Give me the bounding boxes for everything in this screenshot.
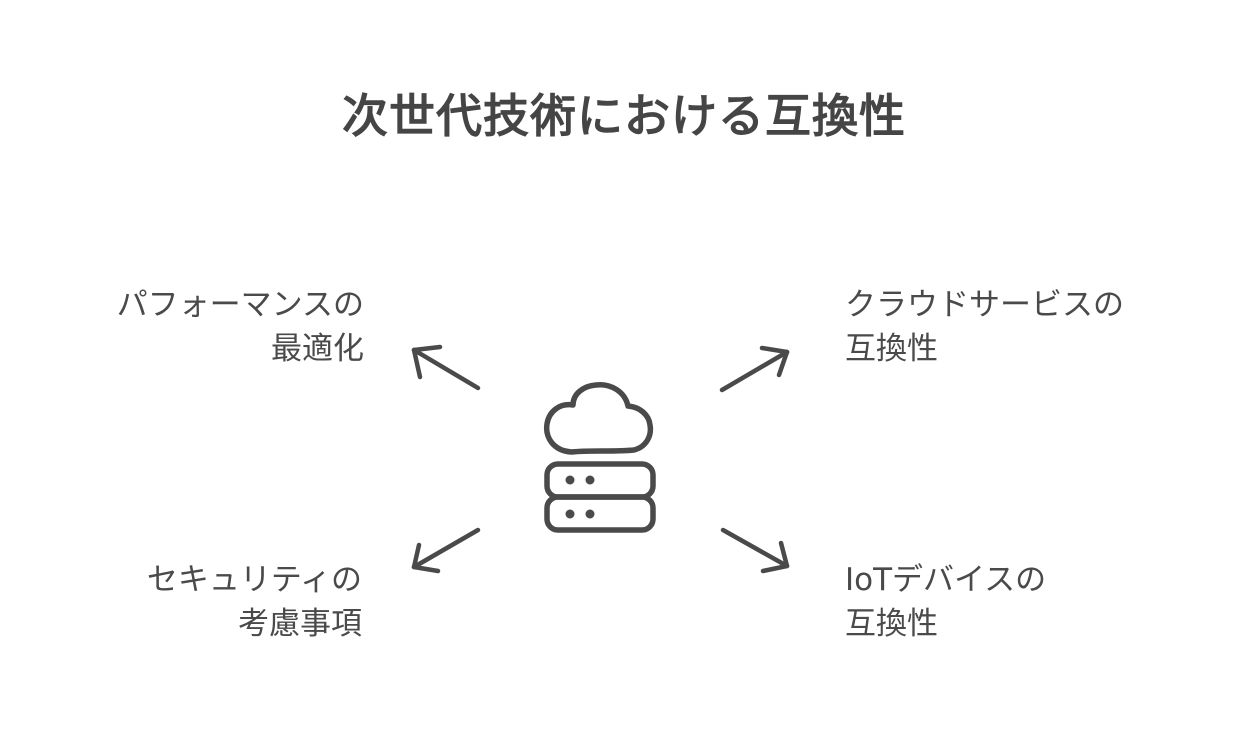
node-label-line: パフォーマンスの — [116, 287, 364, 323]
arrow-bottom-left — [411, 527, 481, 574]
node-label-line: 最適化 — [271, 331, 364, 367]
node-label-cloud-service: クラウドサービスの 互換性 — [845, 283, 1124, 371]
server-led — [565, 475, 575, 485]
node-label-line: 互換性 — [845, 331, 938, 367]
node-label-line: クラウドサービスの — [845, 287, 1124, 323]
arrow-top-right — [719, 345, 790, 393]
arrow-top-left — [411, 344, 481, 391]
node-label-performance: パフォーマンスの 最適化 — [117, 283, 364, 371]
server-led — [585, 509, 595, 519]
cloud-server-icon — [543, 382, 656, 533]
server-led — [585, 475, 595, 485]
server-led — [565, 509, 575, 519]
node-label-line: セキュリティの — [146, 562, 362, 598]
node-label-iot-device: IoTデバイスの 互換性 — [845, 558, 1046, 646]
node-label-security: セキュリティの 考慮事項 — [147, 558, 362, 646]
cloud-icon — [543, 382, 654, 455]
server-tier-top — [544, 461, 656, 500]
page-title: 次世代技術における互換性 — [342, 89, 906, 143]
node-label-line: 考慮事項 — [238, 606, 362, 642]
node-label-line: 互換性 — [845, 606, 938, 642]
server-tier-bottom — [544, 494, 656, 533]
node-label-line: IoTデバイスの — [845, 562, 1047, 598]
arrow-bottom-right — [720, 527, 790, 574]
